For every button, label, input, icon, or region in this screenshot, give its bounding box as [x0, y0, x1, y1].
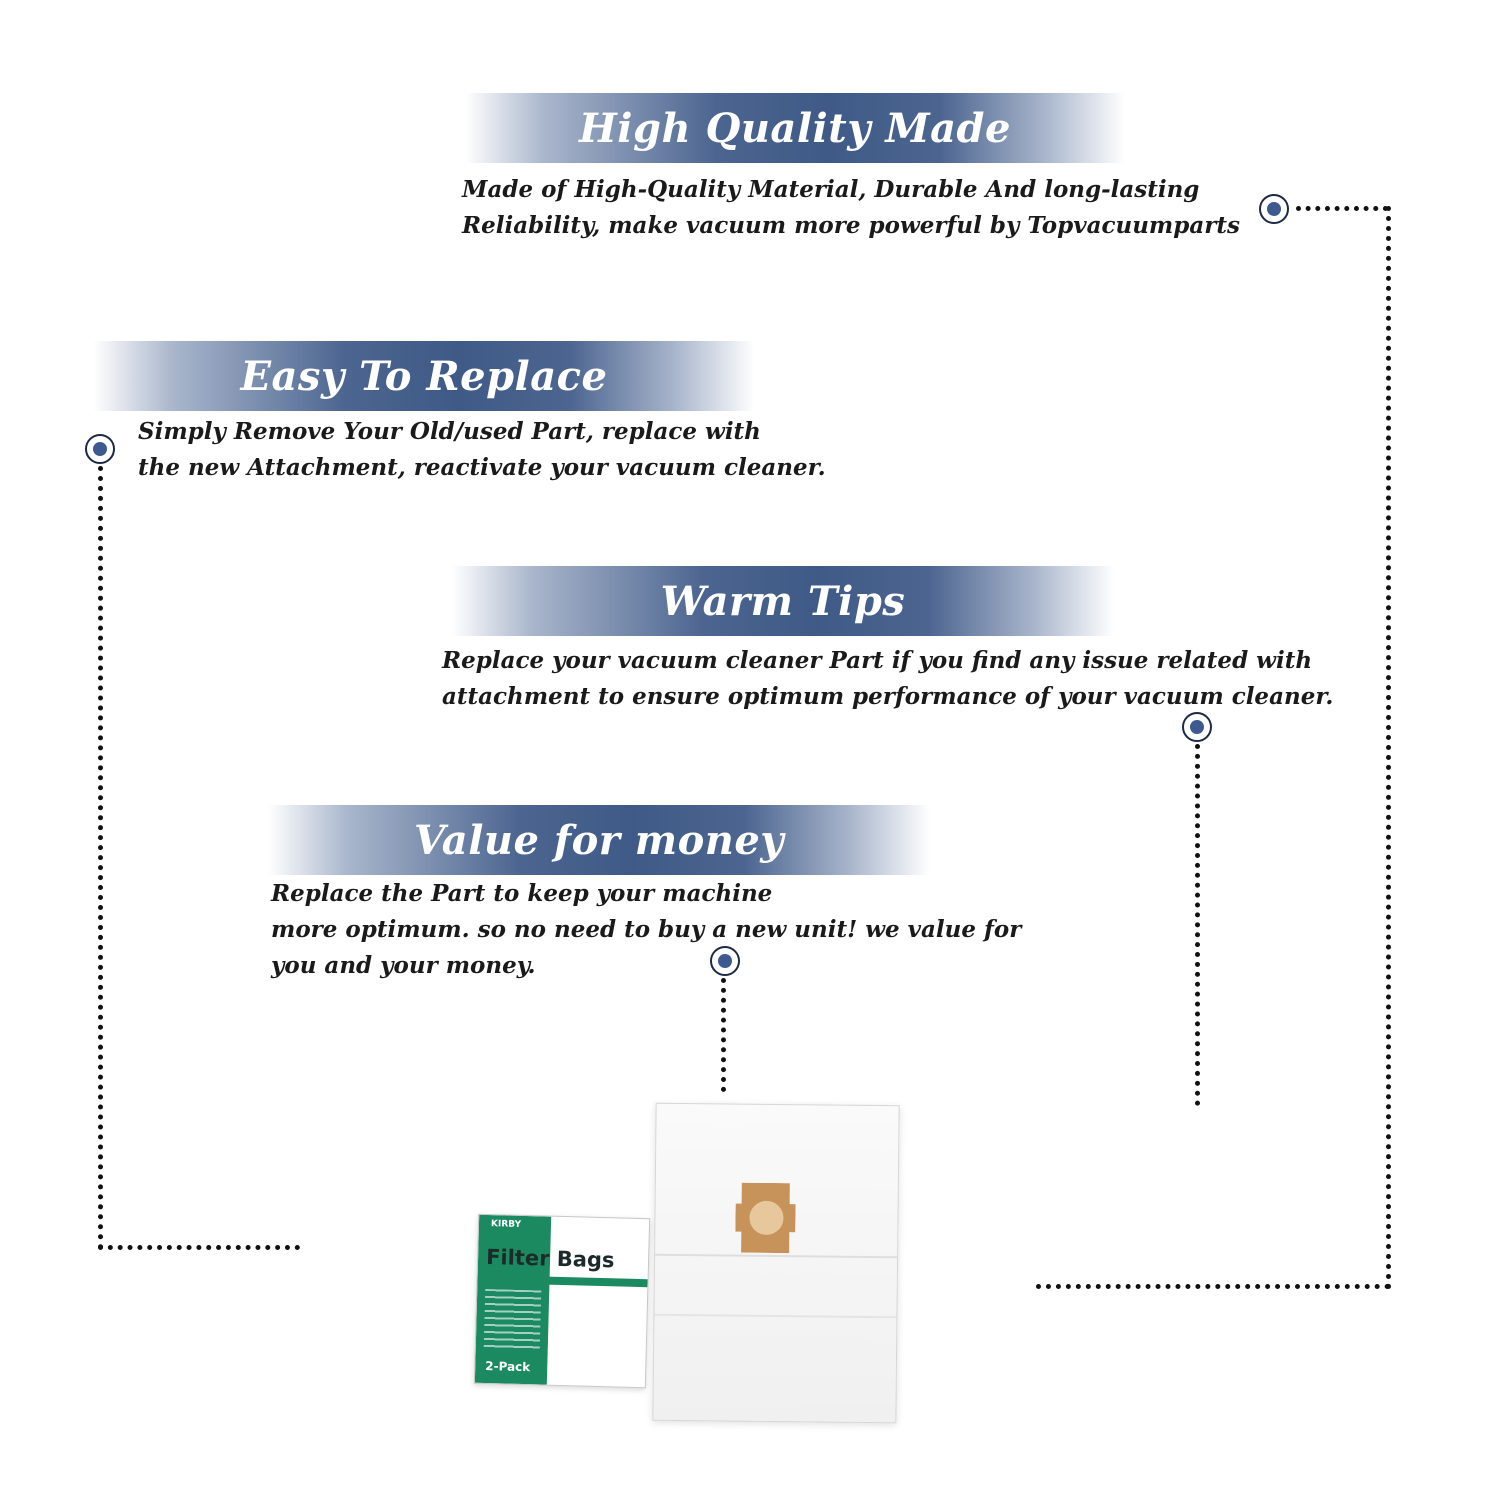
package-count: 2-Pack	[485, 1359, 531, 1375]
dotted-connector	[1195, 744, 1200, 1106]
description-line: Replace your vacuum cleaner Part if you …	[442, 647, 1313, 674]
dotted-connector	[98, 466, 103, 1250]
section-title: Value for money	[413, 816, 785, 864]
marker-icon	[1182, 712, 1212, 742]
dotted-connector	[1036, 1284, 1390, 1289]
package-text-lines	[483, 1288, 542, 1351]
marker-icon	[85, 434, 115, 464]
banner-high-quality-made: High Quality Made	[465, 93, 1125, 163]
dotted-connector	[721, 978, 726, 1092]
description-line: Simply Remove Your Old/used Part, replac…	[138, 418, 761, 445]
dotted-connector	[1386, 206, 1391, 1290]
bag-collar	[735, 1183, 796, 1254]
banner-warm-tips: Warm Tips	[452, 566, 1114, 636]
marker-icon	[1259, 194, 1289, 224]
section-title: Easy To Replace	[240, 352, 608, 400]
banner-easy-to-replace: Easy To Replace	[93, 341, 755, 411]
description-line: Made of High-Quality Material, Durable A…	[462, 176, 1200, 203]
banner-value-for-money: Value for money	[268, 805, 930, 875]
description-line: the new Attachment, reactivate your vacu…	[138, 454, 826, 481]
description-line: attachment to ensure optimum performance…	[442, 683, 1334, 710]
dotted-connector	[1296, 206, 1388, 211]
filter-bags-package: KIRBY Filter Bags 2-Pack	[473, 1213, 651, 1389]
section-title: Warm Tips	[660, 577, 906, 625]
section-description: Replace the Part to keep your machine mo…	[271, 876, 1021, 984]
marker-icon	[710, 946, 740, 976]
vacuum-filter-bag	[652, 1102, 900, 1424]
section-title: High Quality Made	[579, 104, 1011, 152]
bag-fold	[654, 1313, 897, 1319]
description-line: more optimum. so no need to buy a new un…	[271, 916, 1022, 943]
description-line: Reliability, make vacuum more powerful b…	[462, 212, 1240, 239]
description-line: Replace the Part to keep your machine	[271, 880, 773, 907]
section-description: Simply Remove Your Old/used Part, replac…	[138, 414, 826, 486]
product-image: KIRBY Filter Bags 2-Pack	[470, 1100, 910, 1430]
dotted-connector	[98, 1245, 300, 1250]
description-line: you and your money.	[271, 952, 536, 979]
package-brand: KIRBY	[490, 1219, 522, 1230]
section-description: Replace your vacuum cleaner Part if you …	[442, 643, 1333, 715]
bag-fold	[655, 1253, 898, 1259]
section-description: Made of High-Quality Material, Durable A…	[462, 172, 1240, 244]
package-title: Filter Bags	[485, 1245, 615, 1273]
package-band	[537, 1276, 648, 1288]
